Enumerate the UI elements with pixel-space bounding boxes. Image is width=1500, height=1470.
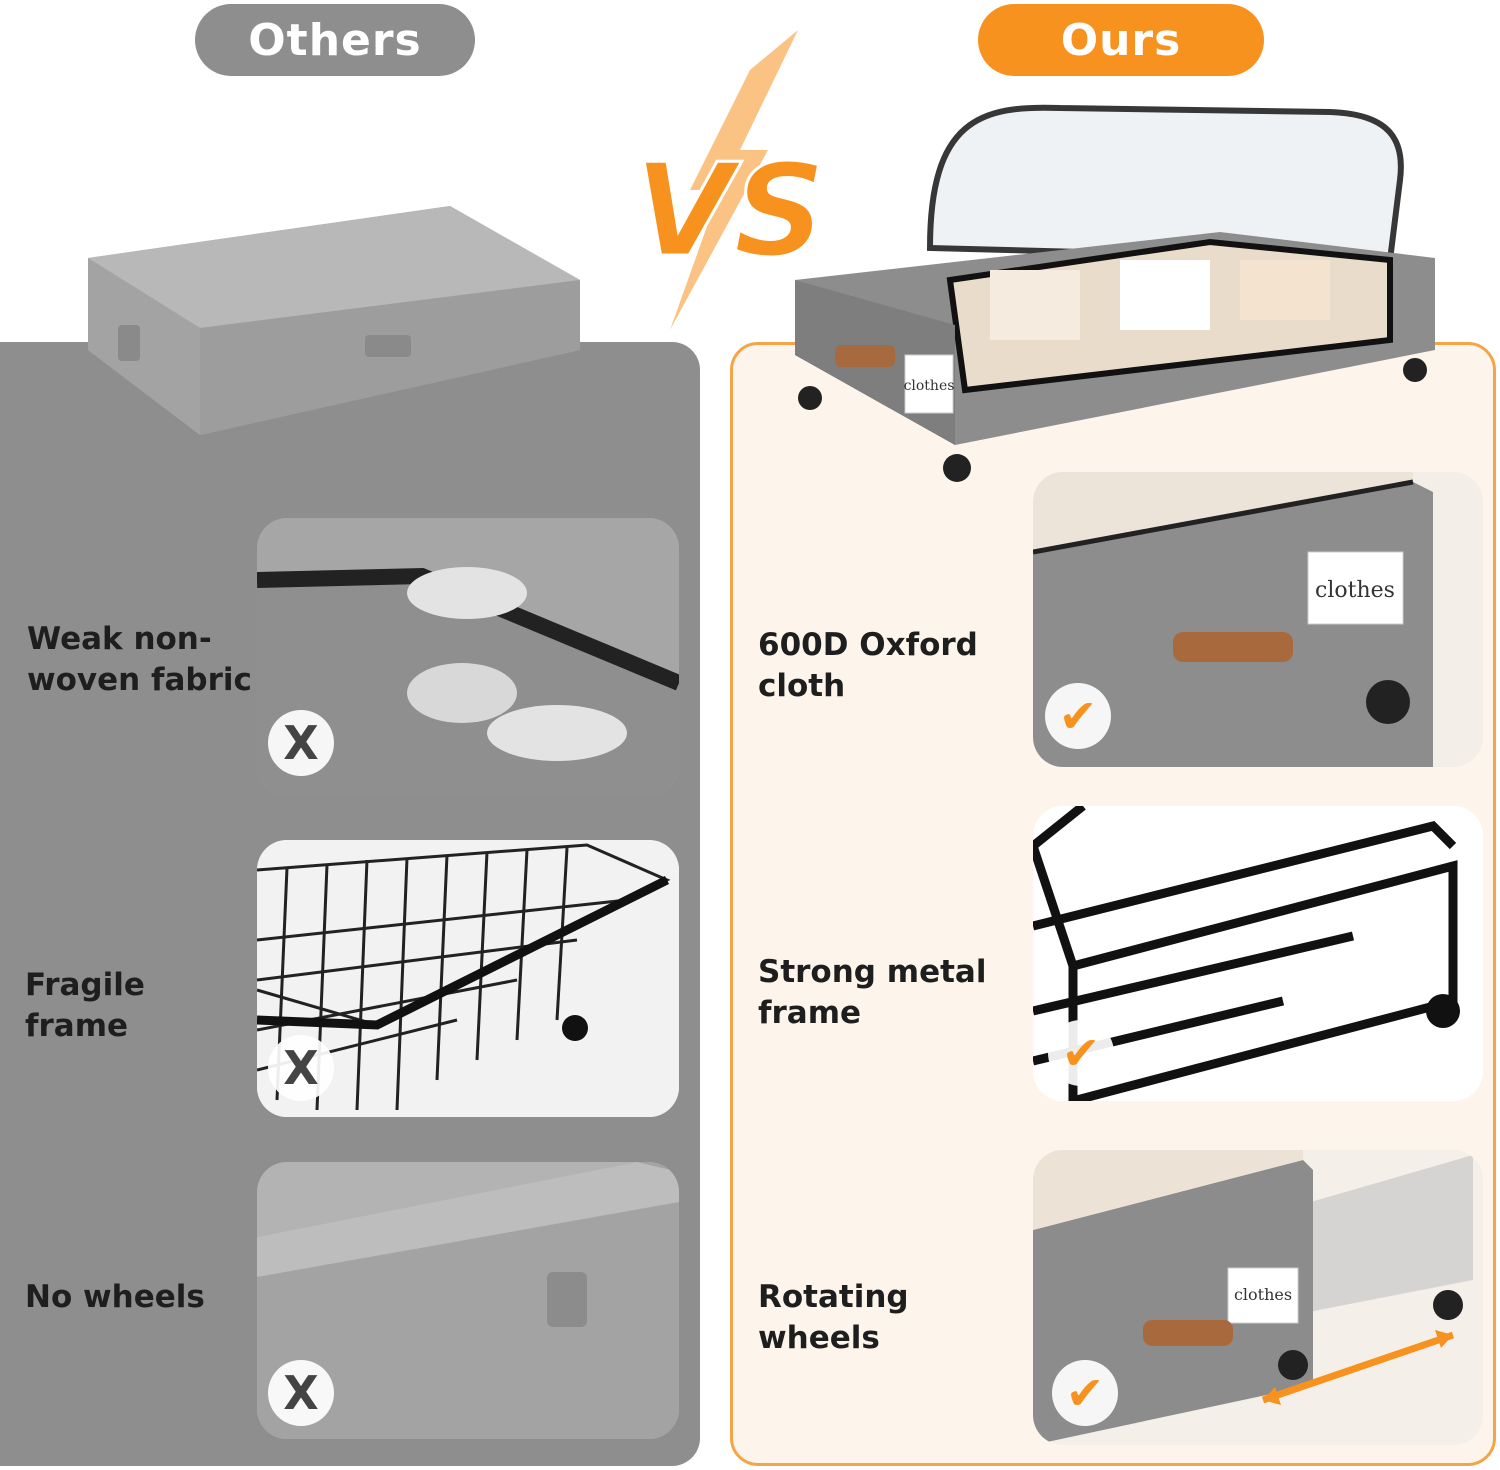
torn-fabric-photo [257, 518, 679, 795]
ours-header-badge: Ours [978, 4, 1264, 76]
others-header-label: Others [248, 14, 422, 66]
box-without-wheels-photo [257, 1162, 679, 1439]
ours-check-mark-3: ✔ [1052, 1360, 1118, 1426]
ours-card-oxford-cloth: clothes [1033, 472, 1483, 767]
others-header-badge: Others [195, 4, 475, 76]
vs-lightning-graphic: VS [633, 30, 827, 330]
others-storage-box-image [88, 206, 580, 435]
others-x-mark-2: X [268, 1035, 334, 1101]
ours-label-oxford-cloth: 600D Oxford cloth [758, 627, 978, 704]
ours-header-label: Ours [1060, 14, 1182, 66]
wheels-tag-text: clothes [1234, 1285, 1292, 1304]
ours-card-metal-frame [1033, 806, 1483, 1101]
ours-label-rotating-wheels: Rotating wheels [758, 1279, 909, 1356]
ours-label-metal-frame: Strong metal frame [758, 954, 987, 1031]
ours-hero-tag-text: clothes [904, 378, 955, 394]
others-label-fragile-frame: Fragile frame [25, 967, 145, 1044]
others-x-mark-1: X [268, 710, 334, 776]
others-label-weak-fabric: Weak non- woven fabric [27, 621, 252, 698]
vs-text: VS [634, 137, 825, 286]
others-label-no-wheels: No wheels [25, 1279, 205, 1315]
others-x-mark-3: X [268, 1360, 334, 1426]
oxford-tag-text: clothes [1315, 578, 1395, 603]
ours-check-mark-2: ✔ [1048, 1020, 1114, 1086]
ours-check-mark-1: ✔ [1045, 683, 1111, 749]
ours-storage-box-image: clothes [795, 104, 1435, 482]
